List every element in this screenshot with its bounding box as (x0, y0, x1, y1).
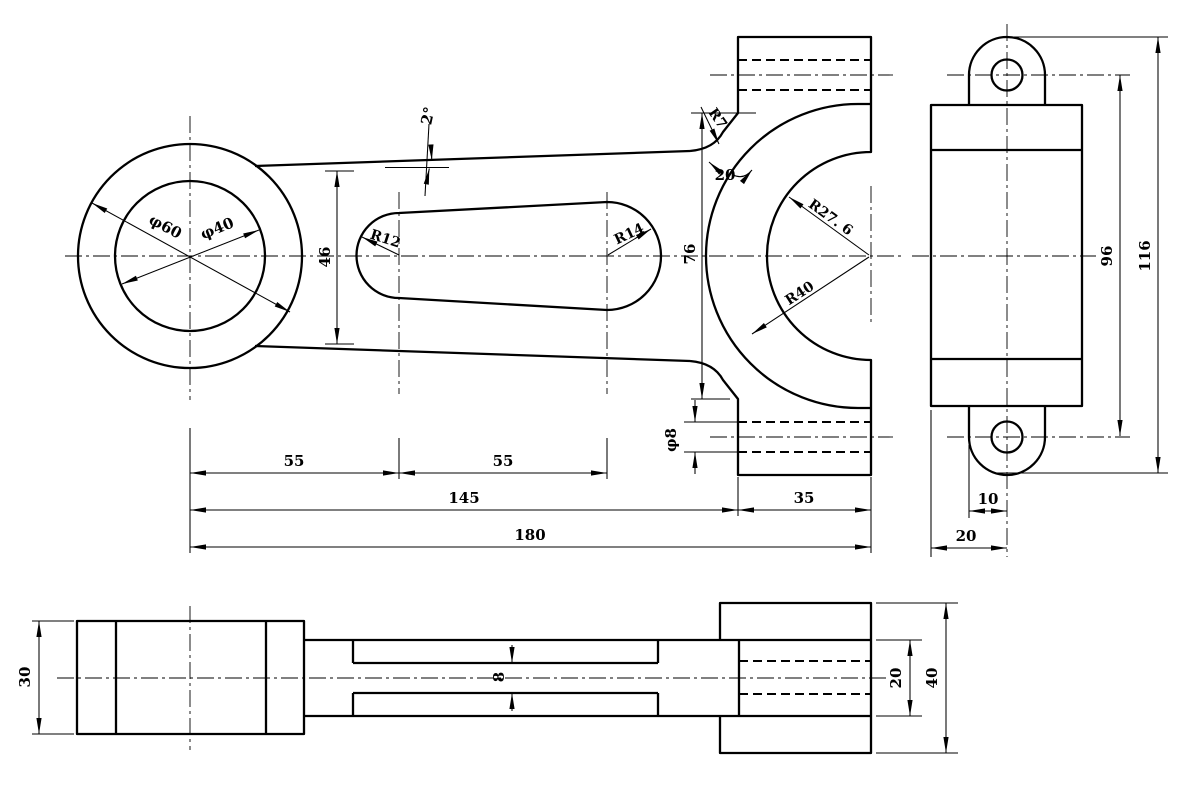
dim-label-55b: 55 (493, 452, 514, 470)
dim-label-10: 10 (978, 490, 999, 508)
dim-label-phi8: φ8 (662, 428, 680, 452)
shaft-top-edge (254, 149, 691, 168)
front-hidden-lines (738, 59, 871, 453)
dim-label-116: 116 (1136, 240, 1154, 271)
dim-label-r14: R14 (612, 220, 647, 248)
big-end-outer-circle (76, 142, 304, 370)
fork-outline (689, 35, 873, 477)
bottom-boss-rect (75, 619, 306, 736)
side-bottom-lug (967, 406, 1047, 477)
dim-label-phi40: φ40 (198, 214, 237, 244)
bottom-view: 30 8 20 40 (16, 601, 958, 755)
dim-label-30: 30 (16, 667, 34, 688)
side-top-lug (967, 35, 1047, 105)
side-dimensions: 96 116 10 20 (930, 36, 1168, 557)
dim-arrow-2deg-lower (423, 168, 430, 185)
dim-label-2deg: 2° (417, 105, 438, 126)
dim-label-phi60: φ60 (146, 211, 185, 243)
leader-r27 (788, 196, 870, 256)
front-outline (76, 35, 873, 477)
bottom-hidden-lines (739, 660, 871, 695)
dim-line-phi60 (91, 202, 291, 313)
dim-label-76: 76 (681, 244, 699, 265)
bottom-outline (75, 601, 873, 755)
dim-label-145: 145 (448, 489, 479, 507)
fork-outer-arc (704, 102, 871, 410)
side-body-rect (929, 103, 1084, 408)
side-top-lug-hole (990, 58, 1024, 92)
side-centerlines (912, 24, 1130, 557)
leader-r12 (361, 236, 400, 256)
leader-r14 (607, 228, 652, 256)
bottom-dimensions: 30 8 20 40 (16, 602, 958, 754)
dim-label-180: 180 (514, 526, 545, 544)
dim-label-r27: R27. 6 (805, 196, 855, 239)
dim-label-8: 8 (490, 672, 508, 682)
dim-label-55a: 55 (284, 452, 305, 470)
dim-label-96: 96 (1098, 246, 1116, 267)
dim-line-phi40 (121, 229, 260, 285)
side-view: 96 116 10 20 (912, 24, 1168, 557)
dim-label-20: 20 (956, 527, 977, 545)
dim-arrow-20-fork (708, 161, 723, 175)
shaft-bottom-edge (254, 344, 691, 363)
dim-label-20b: 20 (887, 668, 905, 689)
dim-label-46: 46 (316, 247, 334, 268)
dim-label-35: 35 (794, 489, 815, 507)
side-outline (929, 35, 1084, 477)
leader-r40 (751, 256, 870, 335)
bottom-fork-block (718, 601, 873, 755)
shaft-slot (355, 200, 663, 312)
dim-label-40: 40 (923, 668, 941, 689)
front-centerlines (65, 74, 905, 438)
dim-arrow-2deg-upper (428, 144, 434, 161)
dim-label-r40: R40 (782, 278, 817, 309)
side-bottom-lug-hole (990, 420, 1024, 454)
bottom-centerlines (57, 606, 886, 750)
front-view: φ60 φ40 46 2° R12 R14 R7 20 76 (65, 35, 905, 553)
dim-label-20-fork: 20 (715, 166, 736, 184)
dim-curve-20-fork (732, 169, 753, 185)
